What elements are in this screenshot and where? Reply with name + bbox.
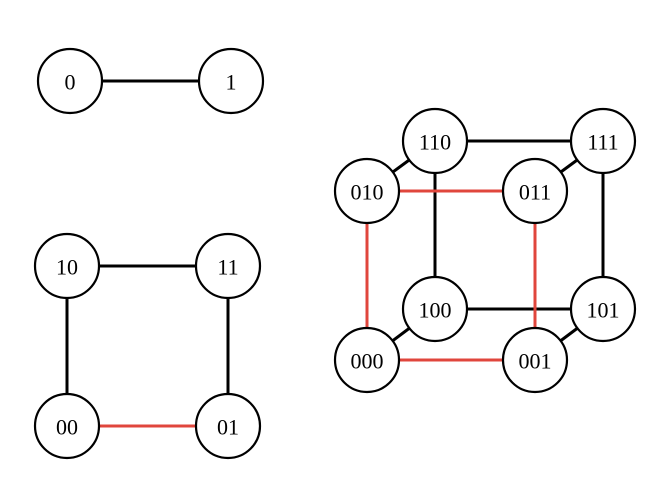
node-q3-001: 001 [501, 326, 569, 394]
node-circle [33, 232, 101, 300]
node-q2-10: 10 [33, 232, 101, 300]
node-label: 111 [587, 130, 618, 155]
node-circle [569, 275, 637, 343]
node-circle [501, 326, 569, 394]
node-label: 001 [519, 349, 552, 374]
node-label: 010 [351, 180, 384, 205]
node-label: 011 [519, 180, 551, 205]
node-q3-010: 010 [333, 157, 401, 225]
node-label: 00 [56, 415, 78, 440]
node-q1-1: 1 [197, 47, 265, 115]
node-circle [501, 157, 569, 225]
node-q2-00: 00 [33, 392, 101, 460]
node-label: 0 [65, 70, 76, 95]
node-circle [36, 47, 104, 115]
node-circle [194, 392, 262, 460]
node-label: 100 [419, 298, 452, 323]
node-q3-101: 101 [569, 275, 637, 343]
node-circle [569, 107, 637, 175]
node-label: 000 [351, 349, 384, 374]
node-q2-11: 11 [194, 232, 262, 300]
node-circle [333, 326, 401, 394]
node-label: 10 [56, 255, 78, 280]
node-q3-000: 000 [333, 326, 401, 394]
node-q2-01: 01 [194, 392, 262, 460]
node-label: 11 [217, 255, 238, 280]
node-q1-0: 0 [36, 47, 104, 115]
node-q3-100: 100 [401, 275, 469, 343]
node-label: 101 [587, 298, 620, 323]
node-label: 110 [419, 130, 451, 155]
node-q3-110: 110 [401, 107, 469, 175]
node-circle [33, 392, 101, 460]
node-label: 1 [226, 70, 237, 95]
node-q3-111: 111 [569, 107, 637, 175]
node-circle [401, 275, 469, 343]
node-circle [197, 47, 265, 115]
node-label: 01 [217, 415, 239, 440]
node-circle [333, 157, 401, 225]
node-q3-011: 011 [501, 157, 569, 225]
node-circle [194, 232, 262, 300]
node-circle [401, 107, 469, 175]
